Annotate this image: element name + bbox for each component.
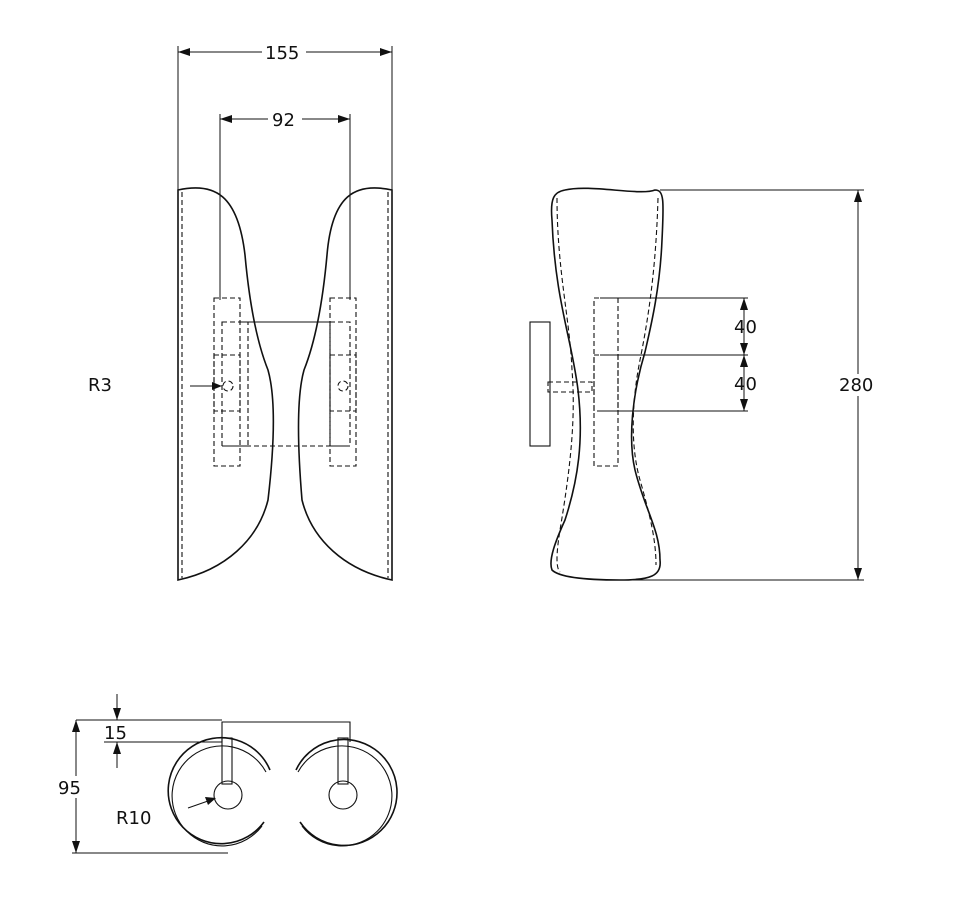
r3-arrowhead (212, 382, 222, 390)
top-right-socket-circle (328, 780, 358, 810)
top-right-stem (337, 737, 349, 785)
top-right-disk (295, 738, 398, 847)
dim-40-upper-arrow-top (740, 298, 748, 310)
front-view: R3 155 92 (88, 40, 393, 581)
front-left-shell (177, 187, 275, 581)
dim-155-arrow-right (380, 48, 392, 56)
dim-155-text-bg (262, 40, 306, 62)
dim-92-text-bg (268, 108, 302, 130)
side-view: 40 40 280 (529, 187, 880, 581)
dim-15-arrow-top (113, 708, 121, 720)
front-left-socket-mid (213, 354, 241, 412)
dim-40-upper-arrow-bottom (740, 343, 748, 355)
side-socket-mid (593, 354, 619, 412)
top-right-disk-inner (297, 745, 393, 847)
dim-40-lower-arrow-top (740, 355, 748, 367)
front-left-screw-hole (222, 380, 234, 392)
front-right-socket (329, 297, 357, 467)
dim-40-lower-label: 40 (734, 374, 757, 395)
r10-label: R10 (116, 808, 151, 829)
side-shade-inner-right (632, 197, 659, 566)
dim-95-arrow-bottom (72, 841, 80, 853)
dim-15-arrow-bottom (113, 742, 121, 754)
r10-leader (187, 800, 209, 809)
front-bracket-left-frame (221, 321, 249, 447)
top-left-socket-circle (213, 780, 243, 810)
side-shade-inner (556, 197, 574, 573)
dim-95-text-bg (56, 776, 92, 798)
dim-280-text-bg (838, 374, 880, 396)
top-view: 15 95 R10 (56, 694, 398, 854)
dim-40-lower-arrow-bottom (740, 399, 748, 411)
dim-40-upper-label: 40 (734, 317, 757, 338)
dim-95-arrow-top (72, 720, 80, 732)
top-left-disk (167, 736, 271, 845)
dim-280-arrow-top (854, 190, 862, 202)
front-right-socket-mid (329, 354, 357, 412)
dim-280-arrow-bottom (854, 568, 862, 580)
front-bracket-right-frame (329, 321, 351, 447)
dim-155-label: 155 (265, 43, 299, 64)
top-wall-plate (221, 721, 351, 742)
top-left-disk-inner (171, 745, 267, 847)
front-right-shell (297, 187, 393, 581)
top-left-stem (221, 737, 233, 785)
dim-95-label: 95 (58, 778, 81, 799)
dim-155-arrow-left (178, 48, 190, 56)
dim-92-label: 92 (272, 110, 295, 131)
front-right-screw-hole (337, 380, 349, 392)
dim-92-arrow-left (220, 115, 232, 123)
side-mount-stem (547, 381, 593, 393)
side-wall-plate (529, 321, 551, 447)
dim-280-label: 280 (839, 375, 873, 396)
side-shade-outline (550, 187, 664, 581)
r3-label: R3 (88, 375, 112, 396)
r10-arrowhead (205, 797, 216, 805)
dim-92-arrow-right (338, 115, 350, 123)
dim-15-label: 15 (104, 723, 127, 744)
side-socket (593, 297, 619, 467)
front-left-socket (213, 297, 241, 467)
